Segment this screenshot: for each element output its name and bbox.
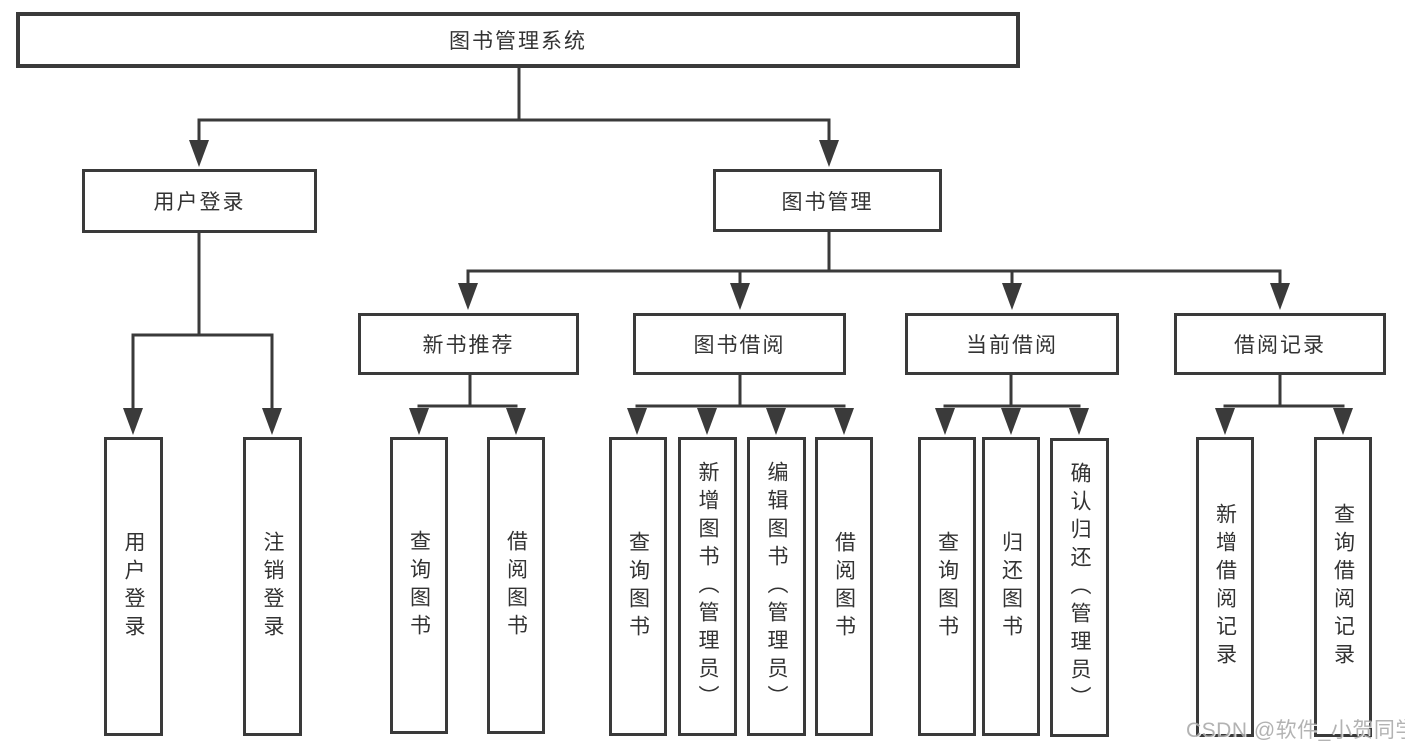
node-root: 图书管理系统 xyxy=(16,12,1020,68)
leaf-query-books-recommend: 查询图书 xyxy=(390,437,448,734)
leaf-add-borrow-record: 新增借阅记录 xyxy=(1196,437,1254,737)
leaf-query-books-current: 查询图书 xyxy=(918,437,976,736)
leaf-query-borrow-record: 查询借阅记录 xyxy=(1314,437,1372,737)
leaf-confirm-return-admin: 确认归还（管理员） xyxy=(1050,438,1109,737)
leaf-borrow-books-recommend: 借阅图书 xyxy=(487,437,545,734)
csdn-watermark: CSDN @软件_小贺同学 xyxy=(1186,719,1405,742)
leaf-return-books: 归还图书 xyxy=(982,437,1040,736)
leaf-add-book-admin: 新增图书（管理员） xyxy=(678,437,737,736)
node-borrow-records: 借阅记录 xyxy=(1174,313,1386,375)
leaf-query-books-borrow: 查询图书 xyxy=(609,437,667,736)
node-new-book-recommend: 新书推荐 xyxy=(358,313,579,375)
node-current-borrow: 当前借阅 xyxy=(905,313,1119,375)
leaf-user-login: 用户登录 xyxy=(104,437,163,736)
node-book-management: 图书管理 xyxy=(713,169,942,232)
node-user-login: 用户登录 xyxy=(82,169,317,233)
leaf-edit-book-admin: 编辑图书（管理员） xyxy=(747,437,806,736)
node-book-borrow: 图书借阅 xyxy=(633,313,846,375)
leaf-logout: 注销登录 xyxy=(243,437,302,736)
leaf-borrow-books: 借阅图书 xyxy=(815,437,873,736)
